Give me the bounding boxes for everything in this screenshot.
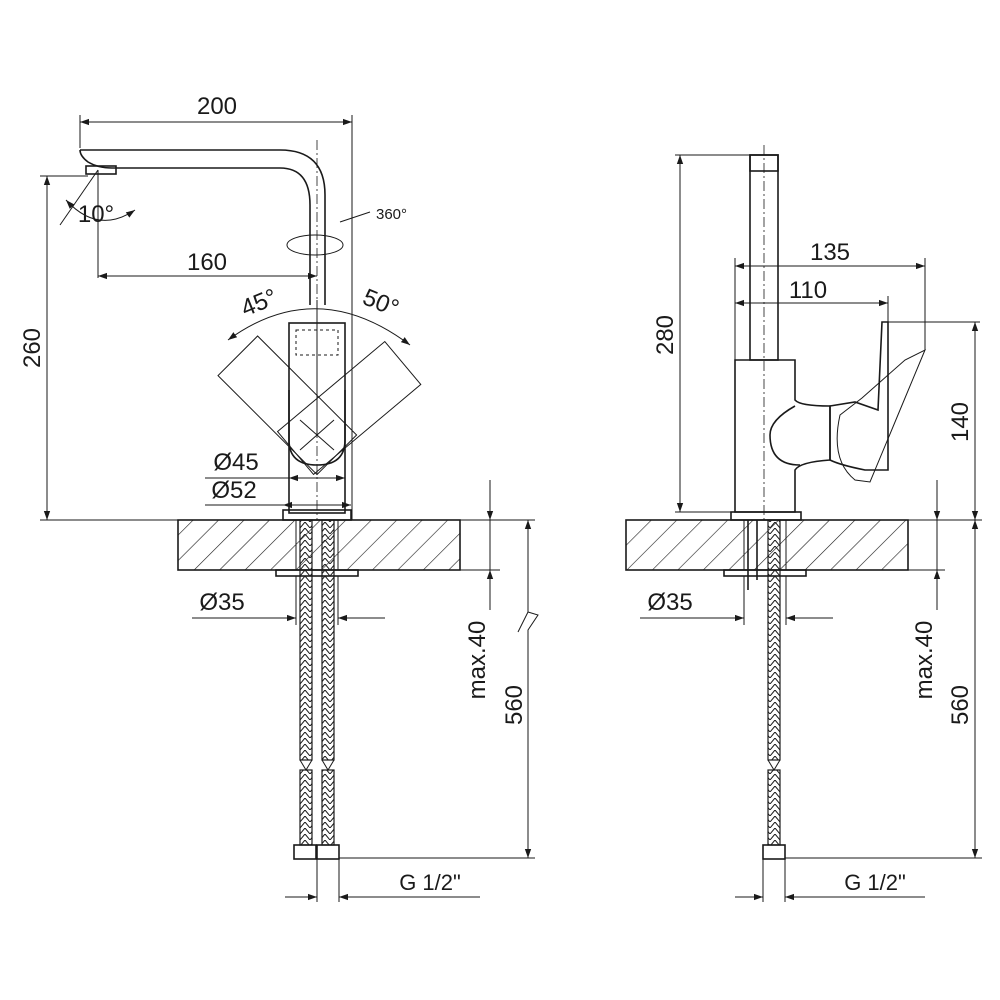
front-mounting-plate [275, 569, 359, 577]
dim-front-d45: Ø45 [213, 449, 258, 476]
front-handle-angle-arc [227, 308, 411, 346]
front-aerator [85, 165, 117, 175]
side-nut [762, 844, 786, 860]
dim-side-d35: Ø35 [647, 589, 692, 616]
side-body [734, 359, 831, 513]
dim-front-260: 260 [19, 328, 46, 368]
dim-front-max40: max.40 [464, 621, 491, 700]
front-handle-ghost-right [276, 340, 422, 476]
angle-front-45: 45° [237, 284, 281, 323]
dim-front-200: 200 [197, 93, 237, 120]
front-hose-left [299, 519, 313, 761]
dim-front-d35: Ø35 [199, 589, 244, 616]
side-mounting-plate [723, 569, 807, 577]
dim-side-thread: G 1/2" [844, 870, 906, 895]
angle-front-50: 50° [359, 284, 403, 323]
dim-side-140: 140 [947, 402, 974, 442]
side-handle [829, 321, 889, 471]
dim-front-160: 160 [187, 249, 227, 276]
dim-front-560: 560 [501, 685, 528, 725]
dim-side-135: 135 [810, 239, 850, 266]
side-countertop [625, 519, 909, 571]
angle-front-10: 10° [78, 201, 114, 228]
dim-side-110: 110 [789, 277, 827, 304]
side-base-flange [730, 511, 802, 521]
front-spout [79, 149, 326, 305]
dim-front-d52: Ø52 [211, 477, 256, 504]
front-nut-right [316, 844, 340, 860]
dim-side-280: 280 [652, 315, 679, 355]
front-nut-left [293, 844, 317, 860]
side-handle-ghost [836, 348, 926, 483]
side-hose [767, 519, 781, 761]
dim-front-thread: G 1/2" [399, 870, 461, 895]
side-view: 280 135 110 140 Ø35 max.40 560 [625, 145, 982, 902]
front-countertop [177, 519, 461, 571]
dim-side-max40: max.40 [911, 621, 938, 700]
dim-side-560: 560 [947, 685, 974, 725]
front-hose-right [321, 519, 335, 761]
angle-front-360: 360° [376, 206, 407, 223]
front-view: 200 160 260 10° 360° 45° 50° Ø45 Ø52 Ø35 [19, 93, 539, 902]
front-swivel-symbol [286, 234, 344, 256]
